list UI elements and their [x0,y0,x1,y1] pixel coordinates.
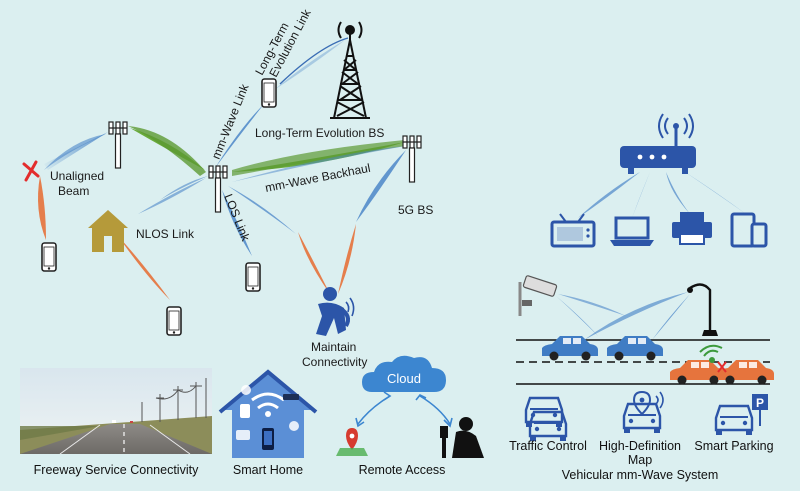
camera-beams [556,294,626,336]
tv-icon [550,213,596,248]
label-mmwave-link: mm-Wave Link [209,81,252,161]
lte-link-line [279,37,349,85]
base-station-left [108,121,128,169]
house-icon [88,210,128,252]
phone-left [41,242,57,272]
label-5g-bs: 5G BS [398,203,433,217]
remote-user-icon [440,417,484,458]
phone-nlos [166,306,182,336]
label-lte-bs: Long-Term Evolution BS [255,126,384,140]
caption-hd-map-1: High-Definition [599,439,681,453]
beams [38,40,406,300]
label-maintain-1: Maintain [311,340,356,354]
parking-sign-letter: P [756,396,764,410]
caption-smart-home: Smart Home [233,463,303,477]
label-maintain-2: Connectivity [302,355,367,369]
cloud-icon [362,355,446,392]
label-unaligned-1: Unaligned [50,169,104,183]
map-pin-icon [336,428,368,456]
caption-traffic-control: Traffic Control [509,439,587,453]
phone-upper [261,78,277,108]
traffic-camera-icon [518,275,558,316]
car-orange-1 [670,360,726,385]
lte-tower [330,21,370,119]
hd-map-car-icon [622,390,664,435]
caption-vehicular: Vehicular mm-Wave System [562,468,719,482]
caption-remote-access: Remote Access [359,463,446,477]
phone-los [245,262,261,292]
router-beams [578,170,746,218]
street-lamp-icon [687,283,718,336]
collision-warning-icon [717,361,727,373]
v2v-signal-icon [699,344,723,363]
printer-icon [672,212,712,245]
person-icon [316,287,355,336]
laptop-icon [610,216,654,246]
car-orange-2 [718,360,774,385]
cloud-label: Cloud [387,371,421,386]
label-nlos-link: NLOS Link [136,227,195,241]
lamp-beams [584,292,690,340]
base-station-5g [402,135,422,183]
traffic-control-icon [524,396,568,443]
tablet-phone-icon [730,212,768,248]
router-icon [620,113,696,174]
remote-access-arrows [355,391,453,428]
caption-hd-map-2: Map [628,453,652,467]
unaligned-mark-icon [22,160,40,182]
smart-parking-icon: P [714,394,768,437]
base-station-central [208,165,228,213]
freeway-image [20,368,212,455]
smart-home-icon [218,369,318,458]
caption-freeway: Freeway Service Connectivity [34,463,199,477]
caption-smart-parking: Smart Parking [694,439,773,453]
label-unaligned-2: Beam [58,184,89,198]
